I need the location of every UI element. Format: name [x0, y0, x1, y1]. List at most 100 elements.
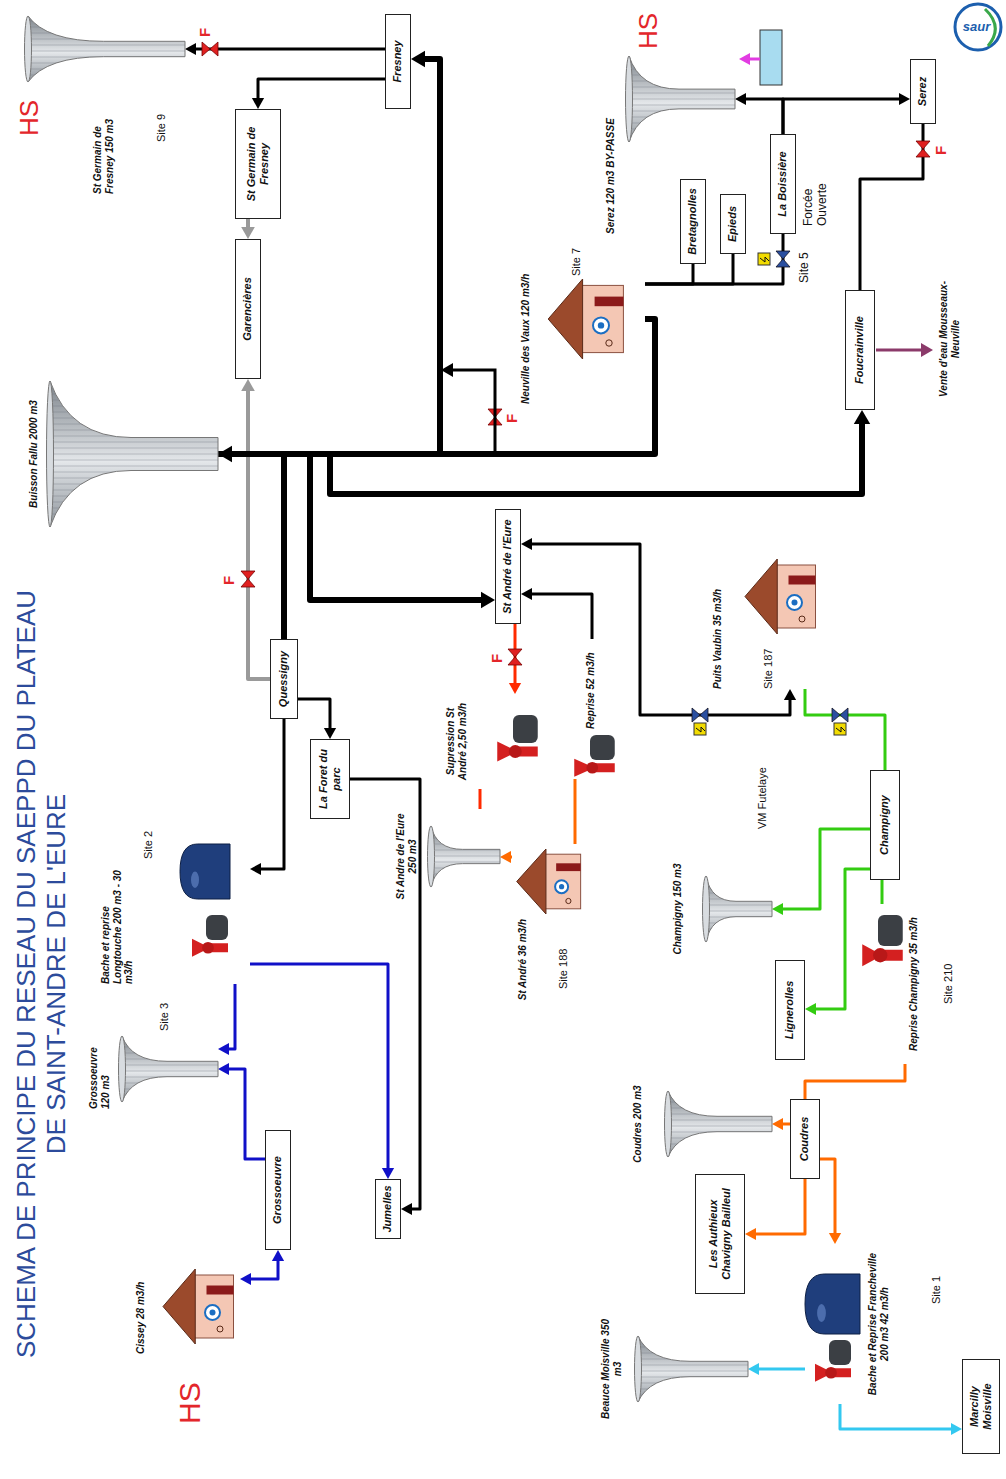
arrow-head: [854, 410, 870, 424]
pump-group: [574, 735, 615, 777]
box-label: Lignerolles: [783, 981, 796, 1040]
water-tower: [629, 56, 735, 142]
pump-volute: [825, 1367, 837, 1379]
arrow-head: [272, 1250, 284, 1261]
arrow-head: [241, 379, 255, 391]
place-box: Grossoeuvre: [265, 1130, 291, 1250]
house-wall: [192, 1275, 234, 1338]
pipe-line: [479, 789, 482, 809]
place-box: St Germain de Fresney: [235, 109, 281, 219]
site-number: Site 3: [158, 1003, 171, 1031]
house-group: [745, 559, 816, 634]
site-label: St Germain de Fresney 150 m3: [92, 89, 115, 194]
pipe-connector: [745, 1179, 805, 1240]
tower-rim: [626, 56, 633, 142]
place-box: Quessigny: [270, 639, 298, 719]
arrow-head: [252, 98, 264, 109]
house-wall: [543, 854, 581, 909]
site-figure: St André 36 m3/hSite 188: [512, 844, 587, 1009]
house-window: [799, 616, 805, 622]
arrow-head: [185, 43, 196, 55]
valve-mark: F: [488, 654, 505, 663]
box-label: Grossoeuvre: [271, 1156, 284, 1224]
site-number: Site 9: [155, 114, 168, 142]
pipe-connector: [645, 264, 693, 284]
pipe-line: [218, 59, 440, 454]
pipe-connector: [772, 829, 870, 915]
pipe-connector: [241, 219, 255, 239]
site-figure: Bache et Reprise Francheville 200 m3 42 …: [805, 1244, 955, 1404]
pump-volute: [509, 745, 522, 758]
place-box: La Foret du parc: [310, 739, 350, 819]
pipe-line: [814, 869, 870, 1009]
site-figure: Coudres 200 m3: [632, 1084, 772, 1164]
pipe-connector: [860, 124, 923, 290]
site-label: Coudres 200 m3: [632, 1084, 644, 1164]
box-label: Epieds: [726, 206, 739, 242]
pipe-connector: [882, 880, 883, 904]
arrow-head: [218, 1063, 229, 1075]
site-figure: Serez 120 m3 BY-PASSEHS: [605, 9, 735, 234]
place-box: Epieds: [720, 194, 746, 254]
pipe-line: [350, 779, 420, 1209]
arrow-head: [899, 93, 910, 105]
box-label: Foucrainville: [853, 316, 866, 384]
house-door: [595, 297, 624, 307]
site-figure: Puits Vaubin 35 m3/hSite 187: [712, 549, 837, 689]
arrow-head: [218, 1043, 229, 1055]
tower-group: [428, 826, 501, 887]
arrow-head: [772, 903, 783, 915]
site-label: St Andre de l'Eure 250 m3: [395, 809, 418, 904]
bypass-box: [760, 30, 782, 85]
house-window: [566, 898, 571, 903]
actuator-icon: [694, 253, 846, 735]
house-window: [217, 1326, 223, 1332]
site-label: Champigny 150 m3: [672, 859, 684, 959]
box-label: Fresney: [391, 40, 404, 82]
red-valve: [202, 42, 930, 665]
pump-motor: [878, 915, 903, 946]
pipe-line: [860, 124, 923, 290]
arrow-head: [772, 1118, 783, 1130]
house-door: [207, 1286, 234, 1295]
place-box: Garencières: [235, 239, 261, 379]
water-tower: [50, 381, 218, 527]
site-label: Puits Vaubin 35 m3/h: [712, 549, 724, 689]
tower-rim: [25, 16, 32, 82]
pipe-connector: [748, 1363, 805, 1375]
pipe-connector: [252, 79, 385, 109]
site-label: Buisson Fallu 2000 m3: [28, 374, 40, 534]
arrow-head: [481, 592, 495, 608]
site-figure: Beauce Moisville 350 m3: [600, 1314, 748, 1424]
site-label: Cissey 28 m3/h: [135, 1249, 147, 1354]
arrow-head: [324, 728, 336, 739]
site-figure: Grossoeuvre 120 m3Site 3: [88, 989, 218, 1109]
tank-group: [180, 844, 230, 899]
pipe-line: [783, 99, 901, 134]
box-label: Quessigny: [277, 651, 290, 707]
arrow-head: [745, 1228, 756, 1240]
pump-icon: [205, 1305, 220, 1320]
place-box: Jumelles: [375, 1179, 401, 1239]
arrow-head: [241, 227, 255, 239]
site-label: Reprise 52 m3/h: [585, 652, 597, 729]
pipe-connector: [805, 689, 885, 770]
pipe-line: [530, 544, 790, 715]
house-group: [163, 1269, 234, 1344]
diagram-title: SCHEMA DE PRINCIPE DU RESEAU DU SAEPPD D…: [12, 574, 72, 1374]
pipe-line: [757, 1368, 805, 1371]
pipe-line: [805, 689, 885, 770]
pump-group: [815, 1340, 851, 1382]
arrow-head: [401, 1203, 412, 1215]
tower-group: [626, 56, 736, 142]
pipe-connector: [218, 454, 284, 639]
water-tower: [668, 1091, 772, 1157]
site-number: Site 188: [557, 949, 570, 989]
pipe-connector: [509, 624, 521, 694]
pipe-line: [249, 1259, 278, 1279]
house-wall: [579, 285, 624, 352]
arrow-head: [500, 851, 511, 863]
arrow-head: [509, 683, 521, 694]
